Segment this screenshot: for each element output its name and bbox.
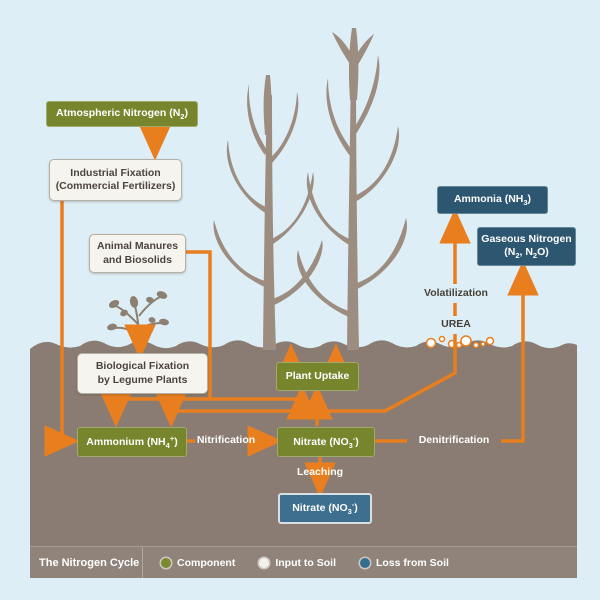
label-urea: UREA [441,318,471,330]
arrow-industrial-to-ammonium [44,199,80,457]
legend-item-component: Component [161,557,235,569]
box-nitrate-soil: Nitrate (NO3-) [277,427,375,457]
line-animal-manures-down [184,250,212,399]
label-volatilization: Volatilization [424,287,488,299]
legend-items: Component Input to Soil Loss from Soil [143,557,449,569]
box-nitrate-leached: Nitrate (NO3-) [278,493,372,524]
input-to-soil-dot-icon [259,557,270,568]
box-atmospheric-nitrogen: Atmospheric Nitrogen (N2) [46,101,198,127]
box-ammonia: Ammonia (NH3) [437,186,548,214]
diagram-title: The Nitrogen Cycle [30,547,143,578]
box-industrial-fixation: Industrial Fixation (Commercial Fertiliz… [49,159,182,201]
legume-plant-icon [107,291,169,348]
arrow-denitrification-to-gaseous [501,260,539,443]
flow-arrows [44,125,539,498]
box-ammonium: Ammonium (NH4+) [77,427,187,457]
legend-item-loss-from-soil: Loss from Soil [359,557,449,569]
box-biological-fixation: Biological Fixation by Legume Plants [77,353,208,394]
arrow-urea-to-ammonium [155,346,457,428]
box-gaseous-nitrogen: Gaseous Nitrogen (N2, N2O) [477,227,576,266]
box-plant-uptake: Plant Uptake [276,362,359,391]
label-denitrification: Denitrification [418,434,490,446]
label-nitrification: Nitrification [196,434,256,446]
legend-bar: The Nitrogen Cycle Component Input to So… [30,546,577,578]
loss-from-soil-dot-icon [359,557,370,568]
box-animal-manures: Animal Manures and Biosolids [89,234,186,273]
label-leaching: Leaching [296,466,344,478]
corn-plants-icon [213,28,407,350]
component-dot-icon [161,557,171,568]
legend-item-input-to-soil: Input to Soil [259,557,336,569]
urea-pellets-icon [425,335,495,349]
